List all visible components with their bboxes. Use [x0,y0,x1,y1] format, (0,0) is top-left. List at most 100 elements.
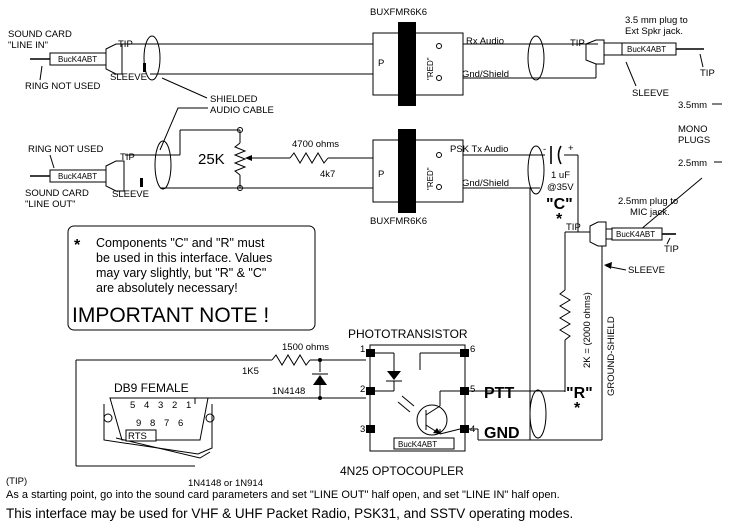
line-in-sleeve: SLEEVE [110,72,147,83]
rx-audio-label: Rx Audio [466,36,504,47]
top-transformer: P "RED" BUXFMR6K6 [370,7,464,106]
footer-line-2: This interface may be used for VHF & UHF… [6,506,573,521]
db9-connector: DB9 FEMALE 5 4 3 2 1 9 8 7 6 RTS [103,381,215,459]
mic-plug: MONO PLUGS 2.5mm 2.5mm plug to MIC jack.… [564,124,722,440]
resistor-r-ref: "R" [566,385,593,402]
mic-plug-tip-top: TIP [566,222,581,233]
opto-pin-1: 1 [360,344,365,355]
note-line-4: are absolutely necessary! [96,281,238,295]
rx-gnd-shield-label: Gnd/Shield [462,69,509,80]
note-line-3: may vary slightly, but "R" & "C" [96,266,266,280]
gnd-label: GND [484,425,520,442]
cap-minus: - [543,144,546,155]
resistor-r: 2K = (2000 ohms) "R" * GROUND-SHIELD [559,289,617,417]
ext-spkr-plug: BucK4ABT TIP 3.5 mm plug to Ext Spkr jac… [570,15,722,111]
line-out-plug-brand: BucK4ABT [58,172,97,181]
db9-pin-8: 8 [150,418,155,429]
opto-pin-6: 6 [470,344,475,355]
db9-title: DB9 FEMALE [114,381,189,395]
opto-pin-2: 2 [360,384,365,395]
optocoupler-part: 4N25 OPTOCOUPLER [340,464,464,478]
ext-spkr-tip: TIP [700,68,715,79]
mono-plugs-label-2: PLUGS [678,135,710,146]
ext-spkr-sleeve: SLEEVE [632,88,669,99]
pot-value: 25K [198,151,225,168]
line-in-ring-not-used: RING NOT USED [25,81,100,92]
note-title: IMPORTANT NOTE ! [72,304,269,327]
cap-value: 1 uF [551,170,570,181]
top-transformer-secondary: "RED" [426,57,435,80]
ext-spkr-tip-top: TIP [570,38,585,49]
bottom-transformer-primary: P [378,169,384,180]
input-resistor-code: 1K5 [242,366,259,377]
mic-plug-label-2: MIC jack. [630,207,670,218]
important-note: * Components "C" and "R" must be used in… [67,225,316,331]
cap-ref: "C" [546,196,573,213]
line-out-label-1: SOUND CARD [25,188,89,199]
mono-plugs-size: 2.5mm [678,158,707,169]
line-out-label-2: "LINE OUT" [25,199,76,210]
db9-pin-7: 7 [164,418,169,429]
line-in-plug-brand: BucK4ABT [58,55,97,64]
opto-input-circuit: 1500 ohms 1K5 1N4148 1N4148 or 1N914 [75,342,366,489]
cable-label-2: AUDIO CABLE [210,105,274,116]
line-in-label-2: "LINE IN" [8,40,48,51]
optocoupler-title: PHOTOTRANSISTOR [348,327,468,341]
line-out-sleeve: SLEEVE [112,189,149,200]
tx-resistor-code: 4k7 [320,169,335,180]
ext-spkr-plug-brand: BucK4ABT [627,45,666,54]
tx-gnd-shield-label: Gnd/Shield [462,178,509,189]
cap-star: * [556,211,563,228]
opto-pin-3: 3 [360,424,365,435]
psk-tx-audio-label: PSK Tx Audio [450,144,508,155]
ext-spkr-label-2: Ext Spkr jack. [625,26,683,37]
line-in-label-1: SOUND CARD [8,29,72,40]
optocoupler-brand: BucK4ABT [398,440,437,449]
line-out-tip: TIP [120,152,135,163]
db9-pin-6: 6 [178,418,183,429]
note-line-1: Components "C" and "R" must [96,236,265,250]
cap-voltage: @35V [547,182,574,193]
top-transformer-model: BUXFMR6K6 [370,7,427,18]
line-in-tip: TIP [118,39,133,50]
resistor-r-value: 2K = (2000 ohms) [582,292,593,368]
resistor-r-star: * [574,400,581,417]
mic-plug-brand: BucK4ABT [616,230,655,239]
mic-plug-sleeve: SLEEVE [628,265,665,276]
middle-wiring [125,127,579,440]
db9-rts: RTS [128,431,147,442]
top-wiring [120,35,598,81]
shielded-cable-label: SHIELDED AUDIO CABLE [159,77,274,151]
db9-pin-3: 3 [158,400,163,411]
ptt-label: PTT [484,385,514,402]
note-line-2: be used in this interface. Values [96,251,272,265]
line-out-plug: BucK4ABT RING NOT USED TIP SLEEVE SOUND … [25,144,149,210]
tx-resistor-value: 4700 ohms [292,139,339,150]
input-diode: 1N4148 [272,386,305,397]
footer: (TIP) As a starting point, go into the s… [6,476,573,521]
ext-spkr-size: 3.5mm [678,100,707,111]
db9-pin-1: 1 [186,400,191,411]
optocoupler: PHOTOTRANSISTOR 1 2 3 5 4 6 [340,327,602,478]
diode-alt-label: 1N4148 or 1N914 [188,478,263,489]
mic-plug-label-1: 2.5mm plug to [618,196,678,207]
cap-plus: + [568,143,574,154]
mic-plug-tip: TIP [664,244,679,255]
footer-tip: (TIP) [6,476,27,487]
note-star: * [74,237,81,254]
middle-labels: 25K 4700 ohms 4k7 PSK Tx Audio Gnd/Shiel… [198,36,574,228]
cable-label-1: SHIELDED [210,94,258,105]
line-in-plug: BucK4ABT SOUND CARD "LINE IN" TIP SLEEVE… [8,29,147,92]
db9-pin-9: 9 [136,418,141,429]
mono-plugs-label-1: MONO [678,124,708,135]
bottom-transformer-model: BUXFMR6K6 [370,216,427,227]
top-transformer-primary: P [378,58,384,69]
opto-pin-5: 5 [470,384,475,395]
ground-shield-label: GROUND-SHIELD [606,316,617,396]
footer-line-1: As a starting point, go into the sound c… [6,489,560,501]
bottom-transformer-secondary: "RED" [426,167,435,190]
db9-pin-2: 2 [172,400,177,411]
ext-spkr-label-1: 3.5 mm plug to [625,15,688,26]
input-resistor-value: 1500 ohms [282,342,329,353]
